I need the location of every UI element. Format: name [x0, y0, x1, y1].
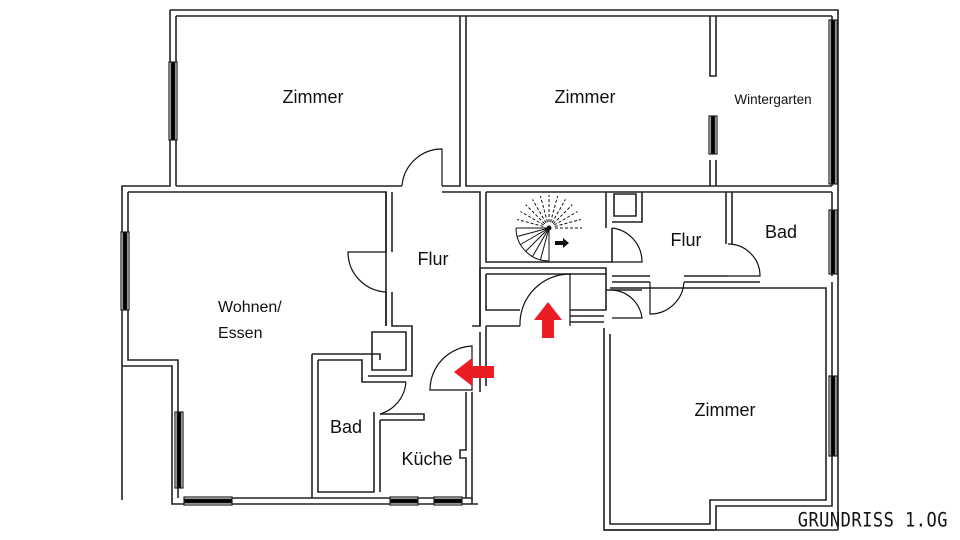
door-bad-east[interactable] — [727, 243, 761, 277]
stair-tread-upper — [551, 199, 566, 224]
room-label-wohnen-line1: Wohnen/ — [218, 299, 282, 316]
room-label-zimmer-nw: Zimmer — [283, 87, 344, 107]
stair-tread — [532, 227, 550, 257]
arrow-up-icon — [534, 302, 562, 338]
stair-tread-upper — [552, 204, 573, 225]
door-stair[interactable] — [611, 227, 643, 263]
interior-walls — [128, 16, 832, 504]
stair-tread-upper — [532, 199, 547, 224]
door-kueche[interactable] — [429, 345, 473, 391]
room-label-zimmer-n: Zimmer — [555, 87, 616, 107]
stair-tread-upper — [525, 204, 546, 225]
door-bad-west[interactable] — [379, 381, 407, 415]
room-label-flur-west: Flur — [418, 249, 449, 269]
arrow-left-icon — [454, 358, 494, 386]
arrow-right-icon — [555, 238, 569, 248]
door-zimmer-se[interactable] — [611, 289, 643, 319]
plan-title: GRUNDRISS 1.OG — [797, 509, 948, 532]
room-label-wohnen-line2: Essen — [218, 325, 262, 342]
stair-tread — [520, 227, 550, 245]
stair-tread-upper — [539, 195, 548, 223]
stair-tread — [525, 227, 550, 252]
stair-tread-upper — [553, 211, 578, 226]
room-label-flur-east: Flur — [671, 230, 702, 250]
doors — [347, 148, 761, 415]
stair-tread — [539, 227, 550, 261]
stair-outline — [515, 227, 550, 262]
spiral-stair — [515, 195, 582, 262]
stair-tread-upper — [554, 218, 582, 227]
room-label-zimmer-se: Zimmer — [695, 400, 756, 420]
stair-center — [546, 225, 552, 231]
door-flur-east[interactable] — [649, 281, 685, 315]
stair-tread-upper — [550, 195, 559, 223]
stair-tread-upper — [516, 218, 544, 227]
room-label-bad-west: Bad — [330, 417, 362, 437]
door-entrance[interactable] — [519, 273, 571, 327]
stair-tread — [516, 227, 550, 238]
room-labels: Zimmer Zimmer Wintergarten Flur Wohnen/ … — [218, 87, 812, 469]
stair-tread-upper — [520, 211, 545, 226]
room-label-kueche: Küche — [401, 449, 452, 469]
entrance-arrows — [454, 302, 562, 386]
door-zimmer-nw[interactable] — [401, 148, 443, 187]
room-label-bad-east: Bad — [765, 222, 797, 242]
room-label-wintergarten: Wintergarten — [734, 92, 811, 107]
door-wohnen[interactable] — [347, 251, 387, 293]
windows — [120, 19, 838, 506]
